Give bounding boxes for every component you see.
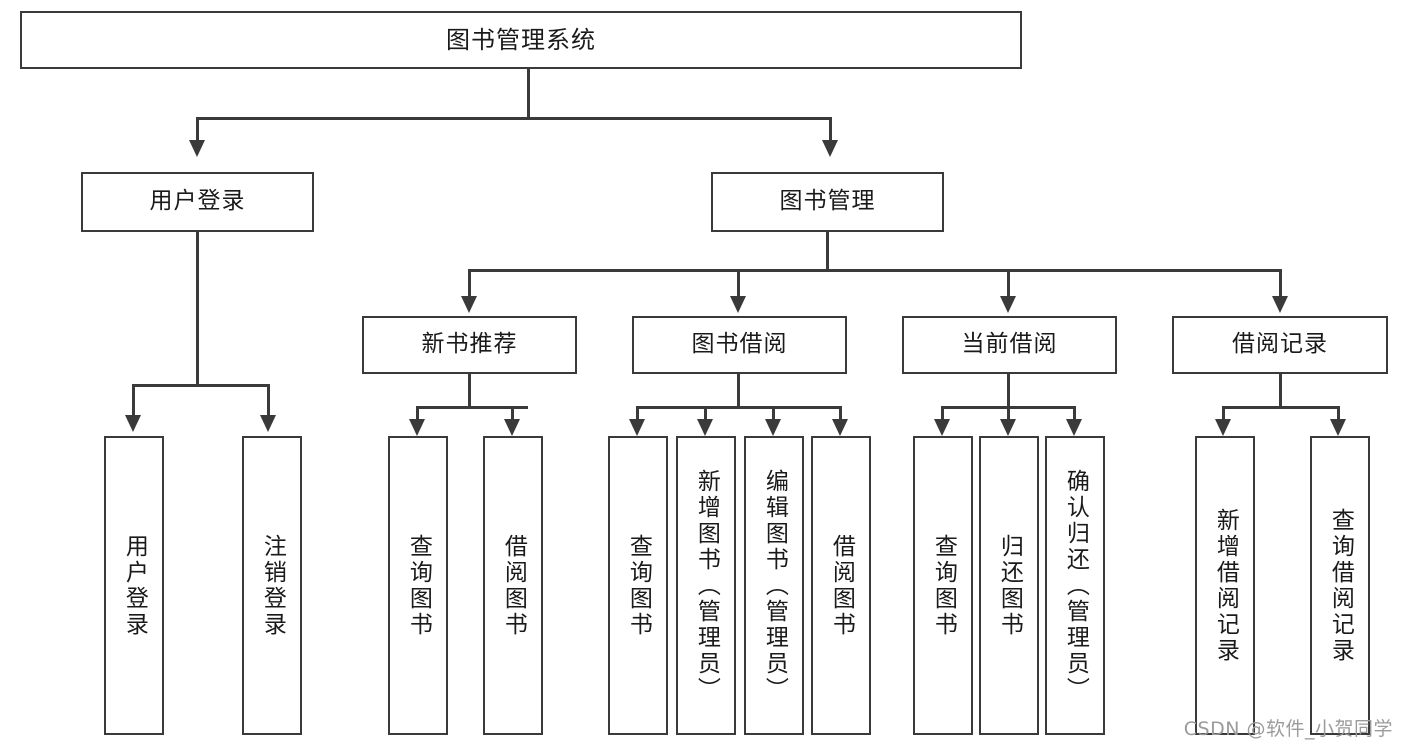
node-label: 用户登录 <box>149 188 246 215</box>
leaf-label: 编辑图书（管理员） <box>761 468 788 703</box>
leaf-borrow-record-add-record[interactable]: 新增借阅记录 <box>1195 436 1255 735</box>
arrow-to-logout-leaf <box>260 415 276 432</box>
connector-root-drop-right <box>829 117 832 143</box>
node-book-borrow[interactable]: 图书借阅 <box>632 316 847 374</box>
connector-user-login-stem <box>196 232 199 384</box>
connector-bb-drop-2 <box>704 406 707 422</box>
node-new-book-recommend[interactable]: 新书推荐 <box>362 316 577 374</box>
leaf-label: 借阅图书 <box>500 533 527 638</box>
connector-bb-drop-4 <box>839 406 842 422</box>
leaf-new-book-borrow-book[interactable]: 借阅图书 <box>483 436 543 735</box>
leaf-label: 归还图书 <box>996 533 1023 638</box>
connector-cb-stem <box>1007 374 1010 408</box>
leaf-label: 借阅图书 <box>828 533 855 638</box>
node-label: 图书借阅 <box>691 331 788 358</box>
connector-bm-drop-2 <box>737 269 740 299</box>
leaf-label: 新增借阅记录 <box>1212 507 1239 664</box>
leaf-user-login-login[interactable]: 用户登录 <box>104 436 164 735</box>
connector-cb-drop-1 <box>941 406 944 422</box>
leaf-label: 查询借阅记录 <box>1327 507 1354 664</box>
node-label: 新书推荐 <box>421 331 518 358</box>
leaf-book-borrow-edit-book[interactable]: 编辑图书（管理员） <box>744 436 804 735</box>
leaf-label: 查询图书 <box>625 533 652 638</box>
leaf-current-borrow-confirm-return[interactable]: 确认归还（管理员） <box>1045 436 1105 735</box>
connector-cb-drop-2 <box>1007 406 1010 422</box>
arrow-br-leaf-1 <box>1215 419 1231 436</box>
arrow-to-book-management <box>822 140 838 157</box>
connector-nbr-drop-1 <box>416 406 419 422</box>
arrow-to-borrow-record <box>1272 296 1288 313</box>
leaf-user-login-logout[interactable]: 注销登录 <box>242 436 302 735</box>
leaf-book-borrow-borrow-book[interactable]: 借阅图书 <box>811 436 871 735</box>
arrow-bb-leaf-4 <box>832 419 848 436</box>
arrow-cb-leaf-3 <box>1066 419 1082 436</box>
leaf-label: 查询图书 <box>930 533 957 638</box>
connector-book-management-stem <box>826 232 829 271</box>
arrow-to-user-login-leaf <box>125 415 141 432</box>
arrow-to-book-borrow <box>730 296 746 313</box>
connector-bb-drop-1 <box>636 406 639 422</box>
connector-bm-drop-3 <box>1007 269 1010 299</box>
leaf-label: 查询图书 <box>405 533 432 638</box>
leaf-new-book-query-book[interactable]: 查询图书 <box>388 436 448 735</box>
connector-root-drop-left <box>196 117 199 143</box>
connector-bb-drop-3 <box>772 406 775 422</box>
node-book-management[interactable]: 图书管理 <box>711 172 944 232</box>
arrow-to-current-borrow <box>1000 296 1016 313</box>
node-root-book-management-system[interactable]: 图书管理系统 <box>20 11 1022 69</box>
arrow-bb-leaf-3 <box>765 419 781 436</box>
connector-user-login-bar <box>132 384 270 387</box>
leaf-book-borrow-add-book[interactable]: 新增图书（管理员） <box>676 436 736 735</box>
connector-bm-drop-1 <box>468 269 471 299</box>
arrow-br-leaf-2 <box>1330 419 1346 436</box>
leaf-label: 注销登录 <box>259 533 286 638</box>
node-borrow-record[interactable]: 借阅记录 <box>1172 316 1388 374</box>
connector-root-stem <box>527 69 530 117</box>
connector-bb-bar <box>636 406 842 409</box>
connector-nbr-stem <box>468 374 471 408</box>
connector-root-bar <box>196 117 832 120</box>
connector-br-bar <box>1222 406 1339 409</box>
arrow-to-user-login <box>189 140 205 157</box>
connector-bm-drop-4 <box>1279 269 1282 299</box>
arrow-nbr-leaf-1 <box>409 419 425 436</box>
connector-br-stem <box>1279 374 1282 408</box>
connector-book-management-bar <box>468 269 1282 272</box>
leaf-label: 用户登录 <box>121 533 148 638</box>
connector-user-login-drop-2 <box>267 384 270 418</box>
connector-br-drop-1 <box>1222 406 1225 422</box>
connector-nbr-drop-2 <box>511 406 514 422</box>
arrow-bb-leaf-1 <box>629 419 645 436</box>
connector-nbr-bar <box>416 406 528 409</box>
arrow-to-new-book-recommend <box>461 296 477 313</box>
leaf-current-borrow-query-book[interactable]: 查询图书 <box>913 436 973 735</box>
leaf-label: 新增图书（管理员） <box>693 468 720 703</box>
node-label: 当前借阅 <box>961 331 1058 358</box>
leaf-current-borrow-return-book[interactable]: 归还图书 <box>979 436 1039 735</box>
arrow-cb-leaf-1 <box>934 419 950 436</box>
leaf-borrow-record-query-record[interactable]: 查询借阅记录 <box>1310 436 1370 735</box>
arrow-cb-leaf-2 <box>1000 419 1016 436</box>
leaf-label: 确认归还（管理员） <box>1062 468 1089 703</box>
connector-bb-stem <box>737 374 740 408</box>
node-user-login[interactable]: 用户登录 <box>81 172 314 232</box>
leaf-book-borrow-query-book[interactable]: 查询图书 <box>608 436 668 735</box>
csdn-watermark: CSDN @软件_小贺同学 <box>1183 718 1393 740</box>
node-label: 借阅记录 <box>1232 331 1328 358</box>
node-current-borrow[interactable]: 当前借阅 <box>902 316 1117 374</box>
connector-user-login-drop-1 <box>132 384 135 418</box>
arrow-nbr-leaf-2 <box>504 419 520 436</box>
node-label: 图书管理系统 <box>446 25 596 54</box>
node-label: 图书管理 <box>779 188 876 215</box>
connector-cb-drop-3 <box>1073 406 1076 422</box>
arrow-bb-leaf-2 <box>697 419 713 436</box>
connector-br-drop-2 <box>1337 406 1340 422</box>
